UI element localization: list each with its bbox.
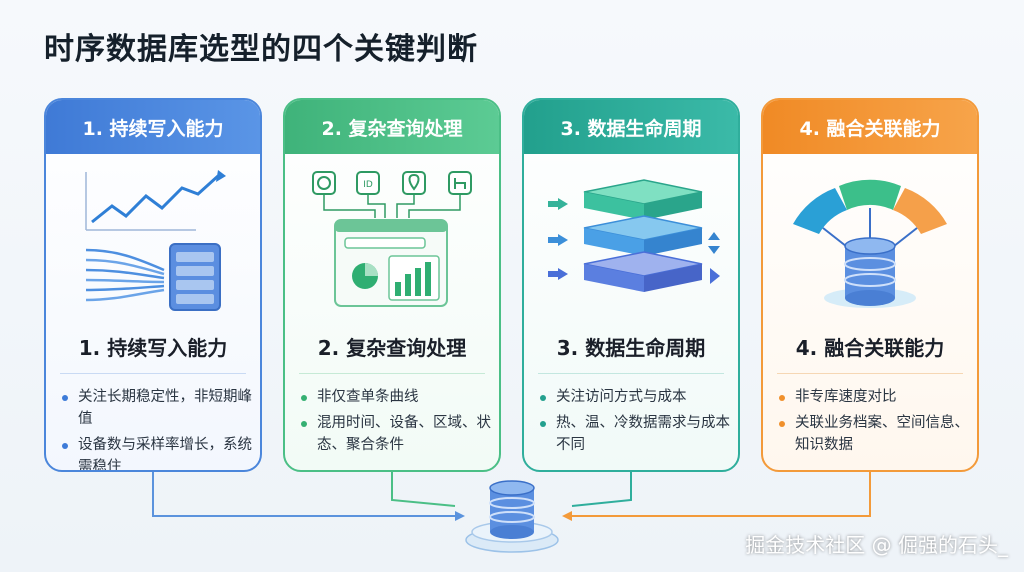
card-complex-query: 2. 复杂查询处理 ID 2. 复杂查询处理 非仅查单条曲线 混用: [283, 98, 501, 472]
branch-icon: [454, 178, 466, 189]
bullet-list: 非专库速度对比 关联业务档案、空间信息、知识数据: [777, 386, 969, 460]
line-chart-and-server-icon: [85, 170, 226, 311]
clock-icon: [317, 176, 331, 190]
bullet-item: 关注长期稳定性，非短期峰值: [60, 386, 252, 430]
card-title: 1. 持续写入能力: [78, 336, 228, 360]
bullet-list: 关注访问方式与成本 热、温、冷数据需求与成本不同: [538, 386, 730, 460]
card-title: 4. 融合关联能力: [795, 336, 945, 360]
card-header: 1. 持续写入能力: [46, 100, 260, 154]
card-data-lifecycle: 3. 数据生命周期 3. 数据生命周期 关注访问方式与成本 热、温、冷数据需求与…: [522, 98, 740, 472]
divider: [777, 373, 963, 374]
bullet-list: 非仅查单条曲线 混用时间、设备、区域、状态、聚合条件: [299, 386, 491, 460]
card-title: 2. 复杂查询处理: [317, 336, 467, 360]
bullet-item: 非专库速度对比: [777, 386, 969, 408]
card-title: 3. 数据生命周期: [556, 336, 706, 360]
id-icon: ID: [363, 180, 373, 190]
divider: [299, 373, 485, 374]
card-header: 4. 融合关联能力: [763, 100, 977, 154]
watermark: 掘金技术社区 @ 倔强的石头_: [745, 533, 1008, 557]
bullet-item: 混用时间、设备、区域、状态、聚合条件: [299, 412, 491, 456]
card-fusion-association: 4. 融合关联能力 4. 融合关联能力 非专库速度对比 关联业务档案、空间信息、…: [761, 98, 979, 472]
bullet-item: 非仅查单条曲线: [299, 386, 491, 408]
card-continuous-write: 1. 持续写入能力 1. 持续写入能力 关注长期稳定性，非短期峰值 设备数与采样…: [44, 98, 262, 472]
bullet-item: 关注访问方式与成本: [538, 386, 730, 408]
bullet-item: 热、温、冷数据需求与成本不同: [538, 412, 730, 456]
bullet-list: 关注长期稳定性，非短期峰值 设备数与采样率增长，系统需稳住: [60, 386, 252, 470]
bullet-item: 关联业务档案、空间信息、知识数据: [777, 412, 969, 456]
central-database-icon: [465, 480, 559, 553]
bullet-item: 设备数与采样率增长，系统需稳住: [60, 434, 252, 470]
divider: [538, 373, 724, 374]
card-header: 3. 数据生命周期: [524, 100, 738, 154]
card-header: 2. 复杂查询处理: [285, 100, 499, 154]
converging-sources-database-icon: [793, 179, 947, 308]
filters-to-dashboard-icon: ID: [312, 171, 472, 307]
divider: [60, 373, 246, 374]
page-title: 时序数据库选型的四个关键判断: [44, 32, 478, 67]
tiered-storage-stack-icon: [548, 179, 720, 292]
location-pin-icon: [408, 173, 420, 191]
